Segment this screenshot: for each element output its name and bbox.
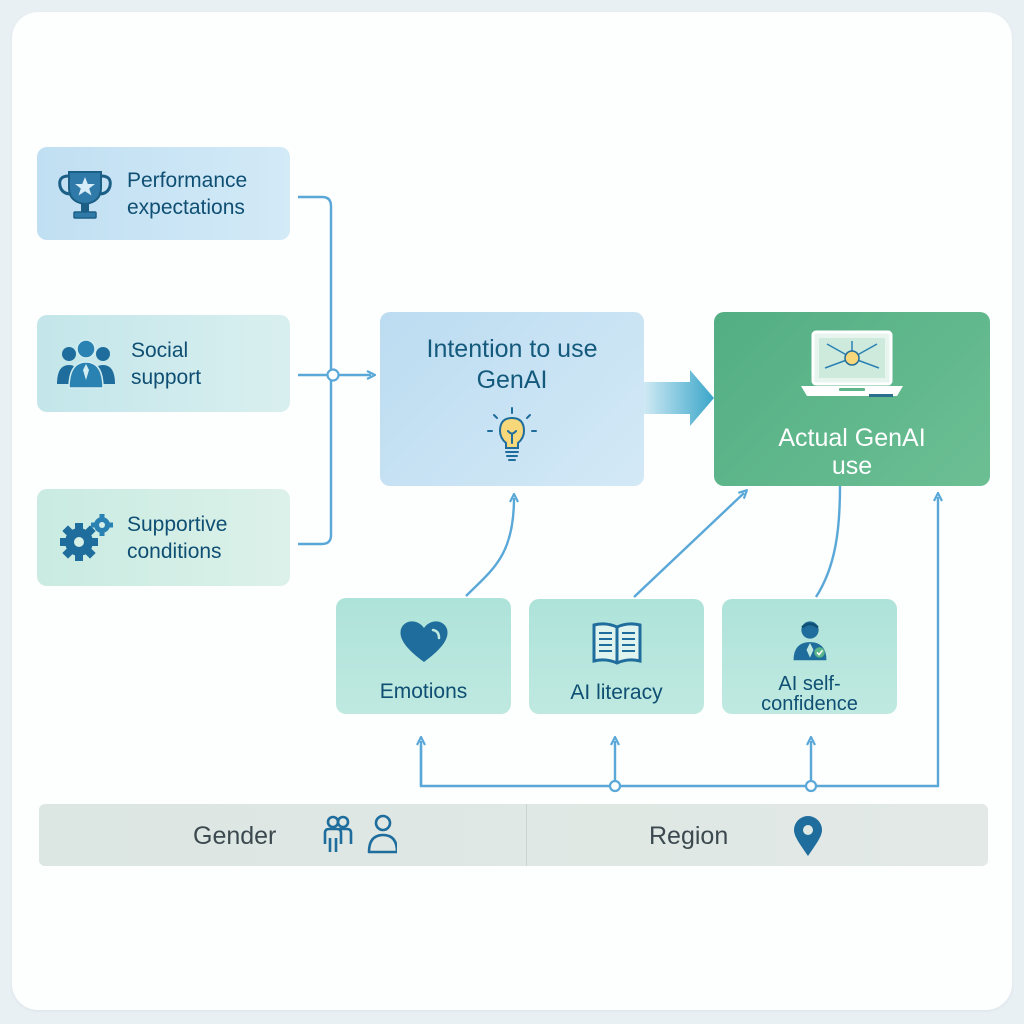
intention-label: Intention to use GenAI [426, 335, 598, 394]
literacy-to-actual-arrow [633, 493, 744, 598]
ai-literacy-label: AI literacy [570, 681, 663, 704]
social-support-label: Social support [131, 338, 202, 389]
lightbulb-icon [487, 407, 537, 461]
emotions-label: Emotions [379, 680, 468, 703]
location-pin-icon [794, 816, 822, 856]
emotions-to-intention-arrow [465, 498, 514, 597]
trophy-icon [58, 170, 112, 219]
gears-icon [60, 513, 113, 561]
moderator-node-confidence [804, 779, 818, 793]
junction-node [326, 368, 340, 382]
intention-box: Intention to use GenAI [380, 312, 644, 486]
confidence-to-actual-line [814, 485, 842, 598]
laptop-icon [801, 330, 903, 397]
bar-divider [526, 804, 527, 866]
ai-self-confidence-box: AI self-confidence [722, 599, 897, 714]
moderator-node-literacy [608, 779, 622, 793]
emotions-box: Emotions [336, 598, 511, 714]
actual-use-box: Actual GenAI use [714, 312, 990, 486]
supportive-conditions-label: Supportive conditions [127, 512, 228, 563]
moderator-bar: Gender Region [39, 804, 988, 866]
ai-literacy-box: AI literacy [529, 599, 704, 714]
person-icon [793, 621, 826, 661]
gender-label: Gender [193, 822, 277, 850]
book-icon [592, 622, 641, 665]
supportive-conditions-box: Supportive conditions [37, 489, 290, 586]
ai-self-confidence-label: AI self-confidence [761, 673, 858, 715]
intention-to-actual-arrow [644, 370, 714, 426]
gender-icon [323, 814, 397, 854]
social-support-box: Social support [37, 315, 290, 412]
performance-expectations-label: Performance expectations [127, 168, 248, 219]
bracket-connector [298, 195, 333, 546]
region-label: Region [649, 822, 729, 850]
heart-icon [399, 621, 448, 662]
actual-use-label: Actual GenAI use [778, 424, 926, 480]
performance-expectations-box: Performance expectations [37, 147, 290, 240]
people-group-icon [57, 338, 115, 389]
